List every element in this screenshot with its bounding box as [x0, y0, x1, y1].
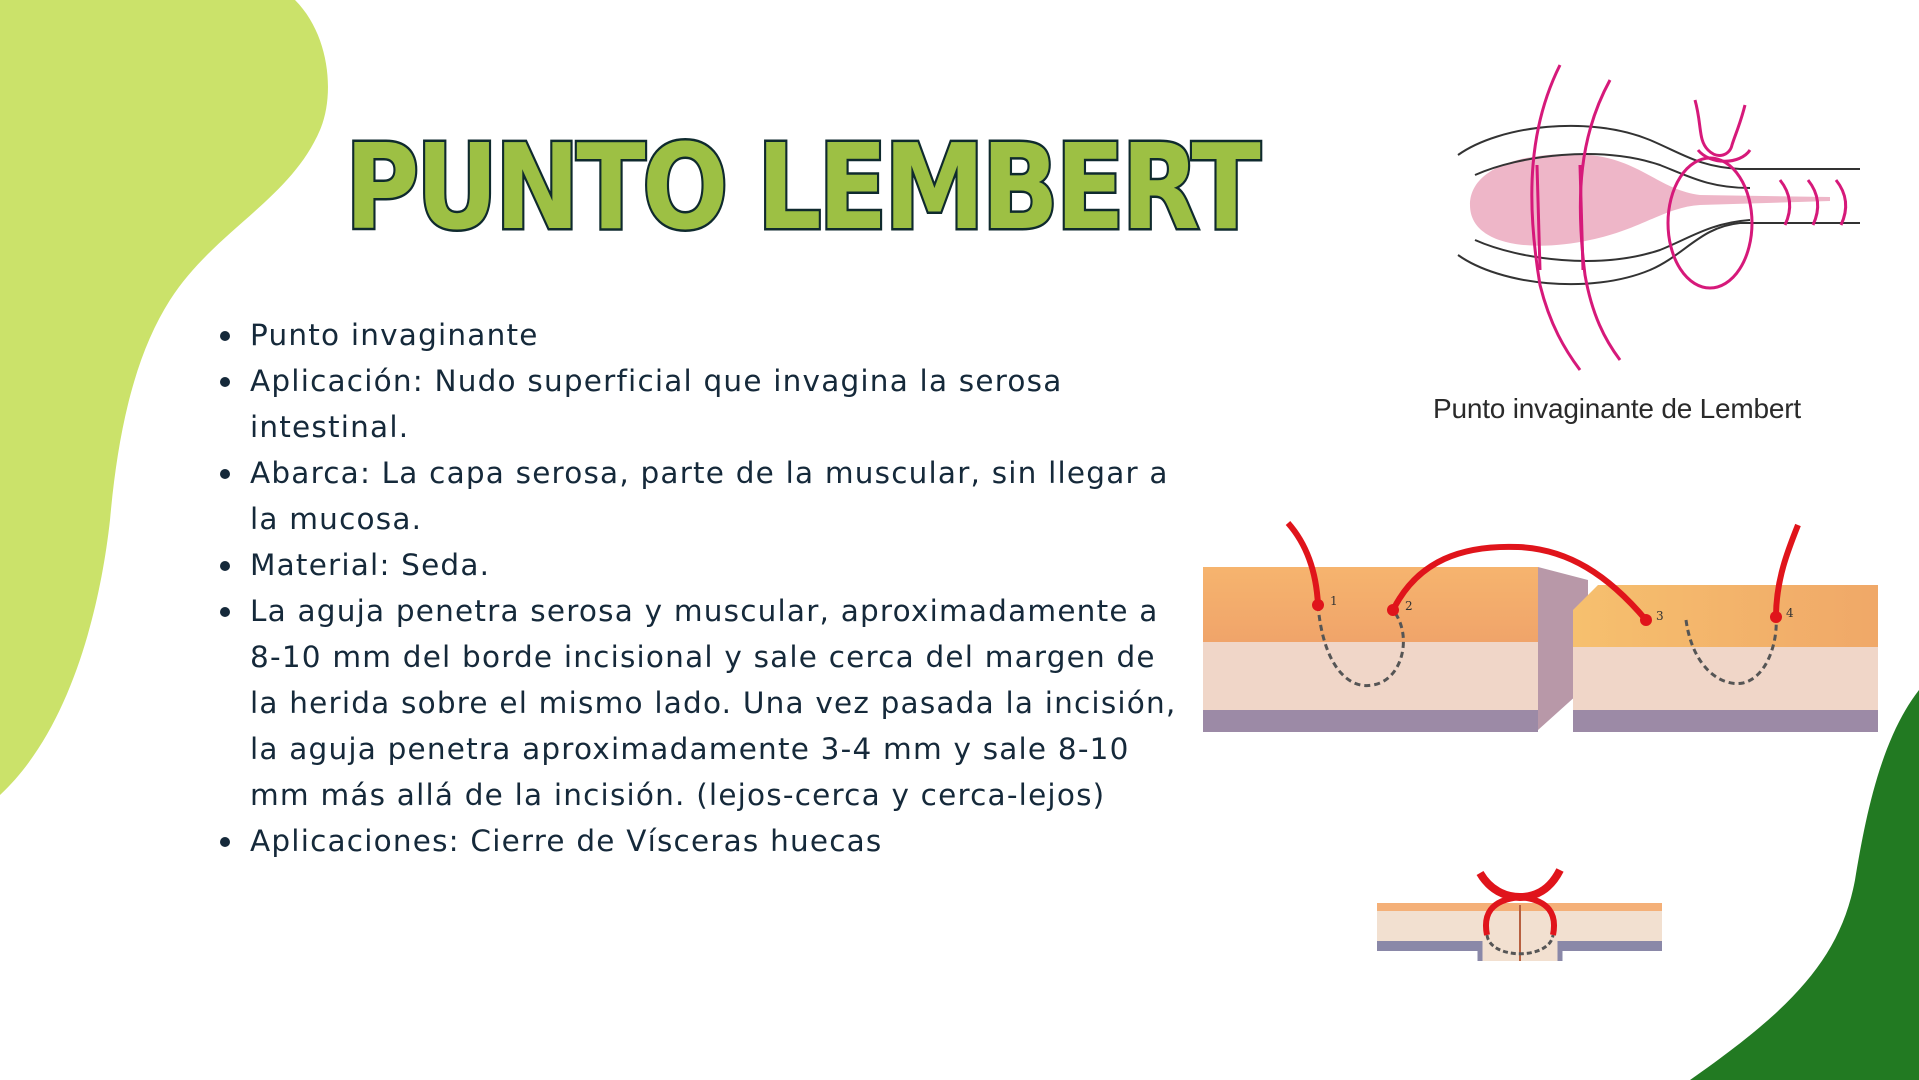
suture-tissue-diagram: 1 2 3 4: [1203, 521, 1878, 732]
bullet-item: Material: Seda.: [218, 542, 1178, 588]
point-label-1: 1: [1330, 594, 1338, 608]
bullet-item: Aplicaciones: Cierre de Vísceras huecas: [218, 818, 1178, 864]
bullet-item: Aplicación: Nudo superficial que invagin…: [218, 358, 1178, 450]
bullet-item: Abarca: La capa serosa, parte de la musc…: [218, 450, 1178, 542]
point-label-4: 4: [1786, 606, 1794, 620]
lembert-invagination-diagram: [1457, 64, 1860, 371]
diagram-caption: Punto invaginante de Lembert: [1433, 393, 1801, 424]
bullet-item: Punto invaginante: [218, 312, 1178, 358]
closed-suture-diagram: [1377, 868, 1662, 961]
dark-green-blob: [1690, 690, 1919, 1080]
point-label-3: 3: [1656, 609, 1664, 623]
bullet-item: La aguja penetra serosa y muscular, apro…: [218, 588, 1178, 818]
slide-title: PUNTO LEMBERT: [343, 118, 1263, 256]
bullet-list: Punto invaginante Aplicación: Nudo super…: [218, 312, 1178, 864]
point-label-2: 2: [1405, 599, 1413, 613]
